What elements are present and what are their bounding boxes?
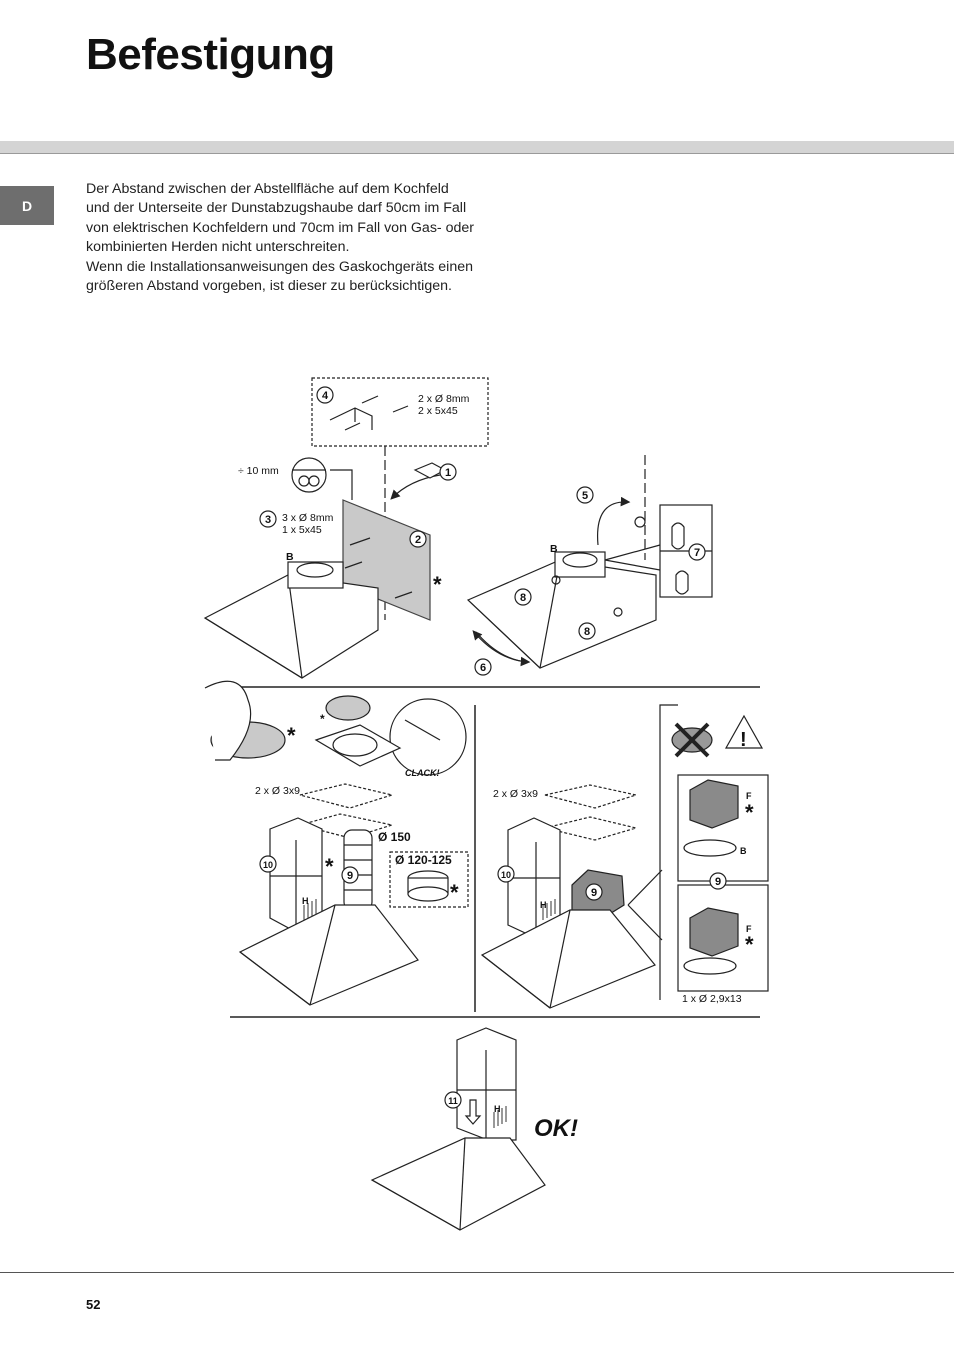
footer-rule bbox=[0, 1272, 954, 1273]
step-2: 2 bbox=[415, 534, 421, 546]
step-9c: 9 bbox=[715, 876, 721, 888]
clack-detail bbox=[389, 698, 467, 776]
adapter-box bbox=[389, 851, 469, 908]
label-clack: CLACK! bbox=[405, 768, 440, 778]
body-text: Der Abstand zwischen der Abstellfläche a… bbox=[86, 180, 476, 296]
label-screws-left: 2 x Ø 3x9 bbox=[255, 785, 300, 797]
label-h1: H bbox=[302, 896, 309, 906]
chimney-2 bbox=[507, 817, 561, 939]
hood-4 bbox=[480, 909, 656, 1009]
step-10a: 10 bbox=[263, 860, 273, 870]
step-8b: 8 bbox=[584, 626, 590, 638]
label-b1: B bbox=[286, 551, 294, 563]
step-11: 11 bbox=[448, 1096, 458, 1106]
hood-5 bbox=[370, 1137, 546, 1231]
wall-panel bbox=[342, 499, 431, 621]
asterisk-4: * bbox=[450, 880, 459, 905]
paragraph-gas-instructions: Wenn die Installationsanweisungen des Ga… bbox=[86, 258, 473, 295]
page-title: Befestigung bbox=[86, 30, 335, 79]
label-f1: F bbox=[746, 791, 752, 801]
step-8a: 8 bbox=[520, 592, 526, 604]
asterisk-3: * bbox=[325, 854, 334, 879]
hood-2 bbox=[466, 559, 657, 669]
step-10b: 10 bbox=[501, 870, 511, 880]
chimney-1 bbox=[269, 817, 323, 933]
chimney-3 bbox=[456, 1027, 517, 1141]
filter-9 bbox=[571, 869, 625, 921]
asterisk-5: * bbox=[745, 800, 754, 825]
asterisk-6: * bbox=[745, 932, 754, 957]
label-diam-120: Ø 120-125 bbox=[395, 853, 452, 867]
label-b2: B bbox=[550, 543, 558, 555]
paragraph-distance: Der Abstand zwischen der Abstellfläche a… bbox=[86, 181, 474, 256]
step-7: 7 bbox=[694, 547, 700, 559]
label-h2: H bbox=[540, 900, 547, 910]
hood-1 bbox=[203, 574, 379, 679]
duct-hose bbox=[343, 829, 373, 911]
asterisk-2: * bbox=[287, 723, 296, 748]
label-screws-right: 2 x Ø 3x9 bbox=[493, 788, 538, 800]
label-dowels-4b: 2 x 5x45 bbox=[418, 405, 458, 417]
language-tab[interactable]: D bbox=[0, 186, 54, 225]
filter-panel-1 bbox=[677, 774, 769, 882]
label-diam-150: Ø 150 bbox=[378, 830, 411, 844]
label-b3: B bbox=[740, 846, 747, 856]
asterisk-7: * bbox=[320, 712, 325, 726]
step-9a: 9 bbox=[347, 870, 353, 882]
label-warning: ! bbox=[740, 729, 747, 751]
label-ok: OK! bbox=[534, 1115, 578, 1142]
step-6: 6 bbox=[480, 662, 486, 674]
label-h3: H bbox=[494, 1104, 501, 1114]
label-dowels-3a: 3 x Ø 8mm bbox=[282, 512, 334, 524]
page-number: 52 bbox=[86, 1297, 101, 1312]
header-bar bbox=[0, 141, 954, 154]
step-5: 5 bbox=[582, 490, 588, 502]
asterisk-1: * bbox=[433, 572, 442, 597]
step-4: 4 bbox=[322, 390, 329, 402]
detail-box-4 bbox=[311, 377, 489, 447]
step-9b: 9 bbox=[591, 887, 597, 899]
hood-3 bbox=[238, 904, 419, 1006]
filter-panel-2 bbox=[677, 884, 769, 992]
label-dowels-3b: 1 x 5x45 bbox=[282, 524, 322, 536]
detail-box-7 bbox=[659, 504, 713, 598]
label-spacing: ÷ 10 mm bbox=[238, 465, 279, 477]
label-screw-small: 1 x Ø 2,9x13 bbox=[682, 993, 742, 1005]
warning-triangle bbox=[724, 714, 764, 749]
label-dowels-4a: 2 x Ø 8mm bbox=[418, 393, 470, 405]
label-f2: F bbox=[746, 924, 752, 934]
step-1: 1 bbox=[445, 467, 451, 479]
step-3: 3 bbox=[265, 514, 271, 526]
